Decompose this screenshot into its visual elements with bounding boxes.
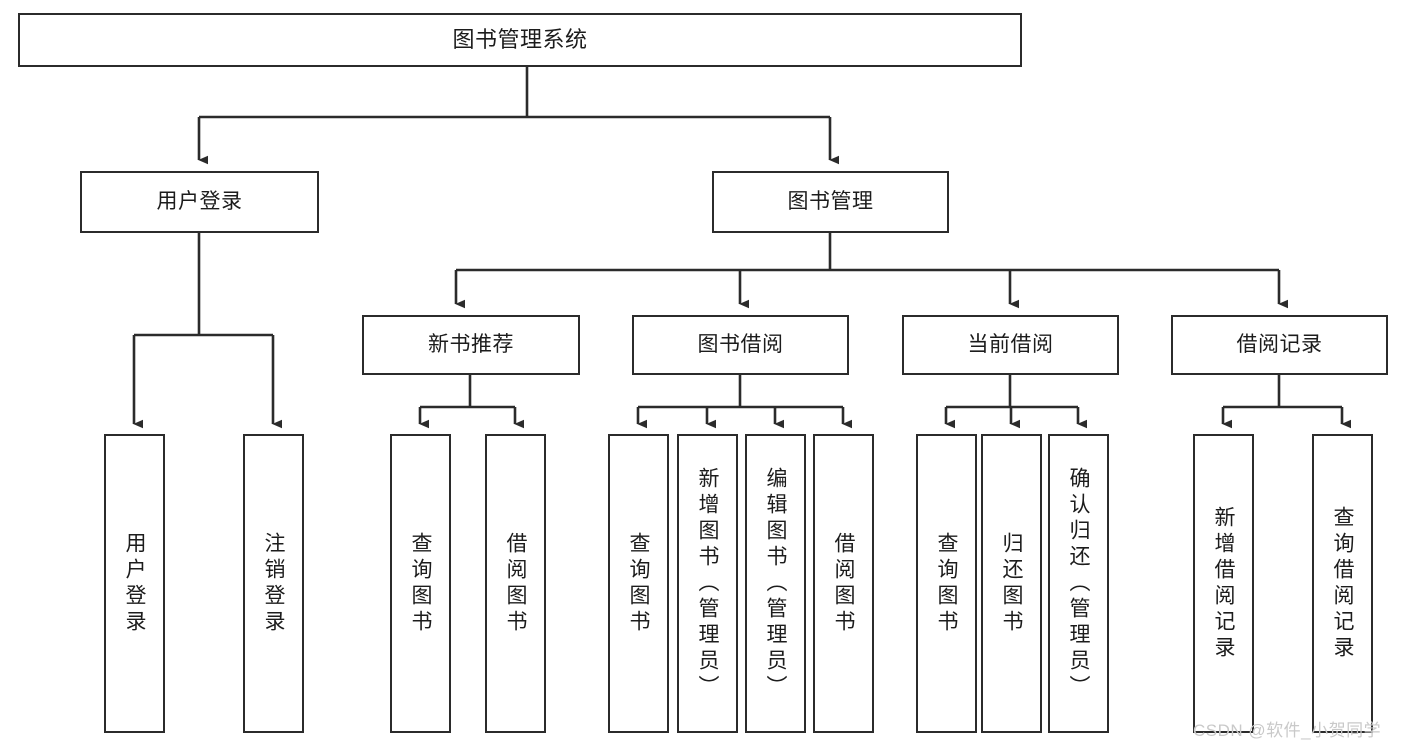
node-leaf-edit-book-admin[interactable]: 编辑图书（管理员）	[745, 434, 806, 733]
node-new-book-recommendation[interactable]: 新书推荐	[362, 315, 580, 375]
node-label: 查询借阅记录	[1331, 505, 1354, 662]
node-label: 图书管理	[787, 190, 874, 214]
node-label: 借阅图书	[832, 531, 855, 636]
node-label: 查询图书	[627, 531, 650, 636]
node-borrowing-record[interactable]: 借阅记录	[1171, 315, 1388, 375]
node-book-borrowing[interactable]: 图书借阅	[632, 315, 849, 375]
node-leaf-return-books[interactable]: 归还图书	[981, 434, 1042, 733]
node-label: 新增借阅记录	[1212, 505, 1235, 662]
node-current-borrowing[interactable]: 当前借阅	[902, 315, 1119, 375]
node-label: 查询图书	[935, 531, 958, 636]
node-label: 新书推荐	[428, 333, 514, 357]
node-label: 归还图书	[1000, 531, 1023, 636]
node-leaf-add-book-admin[interactable]: 新增图书（管理员）	[677, 434, 738, 733]
node-label: 借阅记录	[1236, 333, 1323, 357]
node-leaf-query-books-borrow[interactable]: 查询图书	[608, 434, 669, 733]
node-label: 编辑图书（管理员）	[764, 466, 787, 701]
node-label: 注销登录	[262, 531, 285, 636]
node-leaf-query-books-current[interactable]: 查询图书	[916, 434, 977, 733]
node-label: 查询图书	[409, 531, 432, 636]
node-label: 用户登录	[123, 531, 146, 636]
node-label: 用户登录	[156, 190, 243, 214]
node-leaf-borrow-books[interactable]: 借阅图书	[813, 434, 874, 733]
node-label: 借阅图书	[504, 531, 527, 636]
node-label: 当前借阅	[967, 333, 1054, 357]
node-book-management[interactable]: 图书管理	[712, 171, 949, 233]
node-leaf-user-login[interactable]: 用户登录	[104, 434, 165, 733]
node-label: 图书管理系统	[452, 26, 588, 52]
node-user-login[interactable]: 用户登录	[80, 171, 319, 233]
node-leaf-query-borrow-record[interactable]: 查询借阅记录	[1312, 434, 1373, 733]
node-label: 新增图书（管理员）	[696, 466, 719, 701]
node-leaf-borrow-books-new[interactable]: 借阅图书	[485, 434, 546, 733]
node-leaf-query-books-new[interactable]: 查询图书	[390, 434, 451, 733]
node-root-library-management-system[interactable]: 图书管理系统	[18, 13, 1022, 67]
node-label: 图书借阅	[697, 333, 784, 357]
node-leaf-confirm-return-admin[interactable]: 确认归还（管理员）	[1048, 434, 1109, 733]
node-leaf-logout-login[interactable]: 注销登录	[243, 434, 304, 733]
node-leaf-add-borrow-record[interactable]: 新增借阅记录	[1193, 434, 1254, 733]
node-label: 确认归还（管理员）	[1067, 466, 1090, 701]
